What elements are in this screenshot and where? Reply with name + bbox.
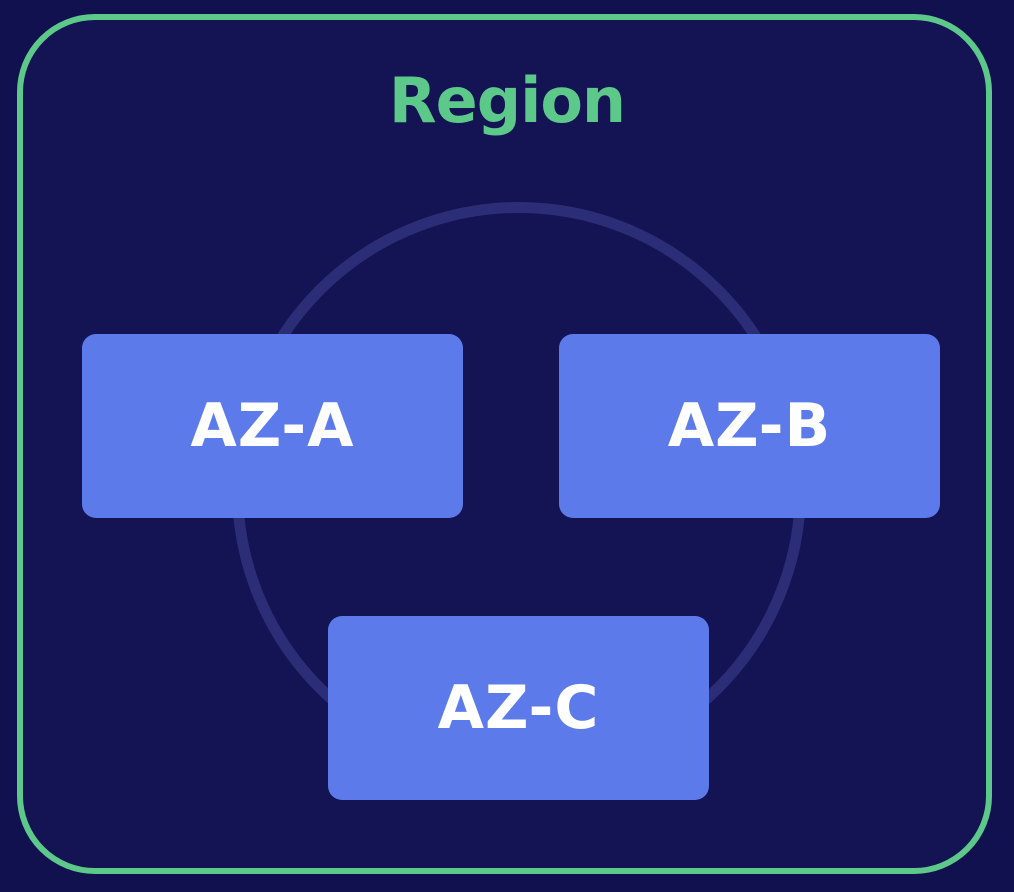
region-label: Region xyxy=(388,64,626,137)
availability-zone-a: AZ-A xyxy=(82,334,463,518)
availability-zone-b-label: AZ-B xyxy=(667,391,832,461)
availability-zone-c-label: AZ-C xyxy=(437,673,600,743)
availability-zone-b: AZ-B xyxy=(559,334,940,518)
availability-zone-a-label: AZ-A xyxy=(190,391,355,461)
availability-zone-c: AZ-C xyxy=(328,616,709,800)
